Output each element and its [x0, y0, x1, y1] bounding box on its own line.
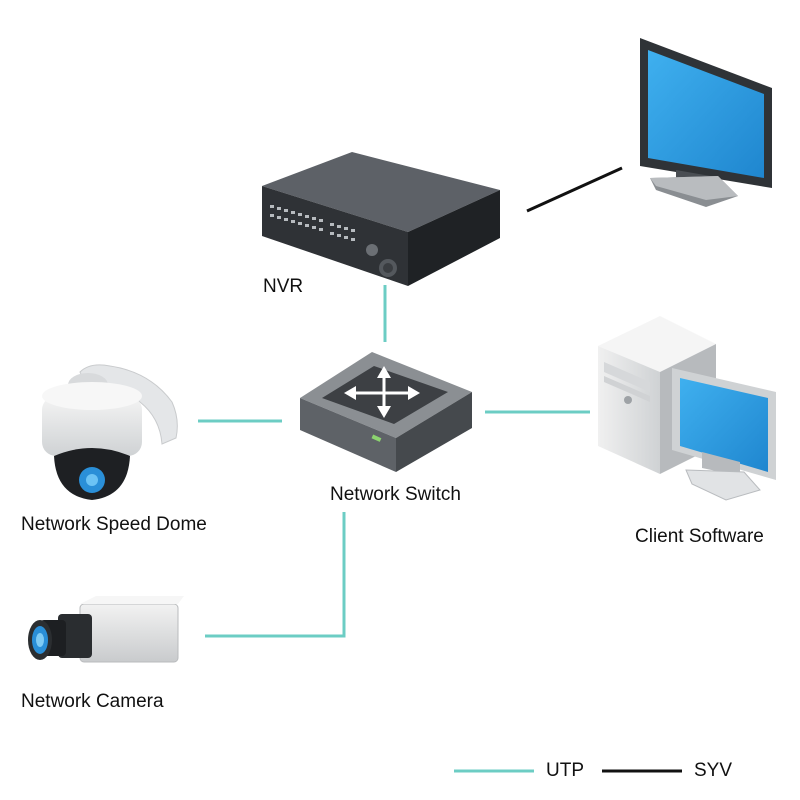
legend-syv-label: SYV — [694, 760, 733, 781]
legend-utp-label: UTP — [546, 760, 584, 781]
speed-dome-icon — [42, 364, 178, 500]
network-switch-icon — [300, 352, 472, 472]
client-pc-icon — [598, 316, 776, 501]
network-camera-icon — [28, 596, 184, 663]
monitor-icon — [640, 38, 772, 207]
client-software-label: Client Software — [635, 526, 764, 547]
speed-dome-label: Network Speed Dome — [21, 514, 207, 535]
network-switch-label: Network Switch — [330, 484, 461, 505]
nvr-label: NVR — [263, 276, 304, 297]
syv-cable-nvr-monitor — [526, 166, 623, 213]
nvr-icon — [262, 152, 500, 286]
utp-cable-camera-switch — [205, 512, 346, 638]
network-camera-label: Network Camera — [21, 691, 164, 712]
connections — [198, 166, 623, 638]
